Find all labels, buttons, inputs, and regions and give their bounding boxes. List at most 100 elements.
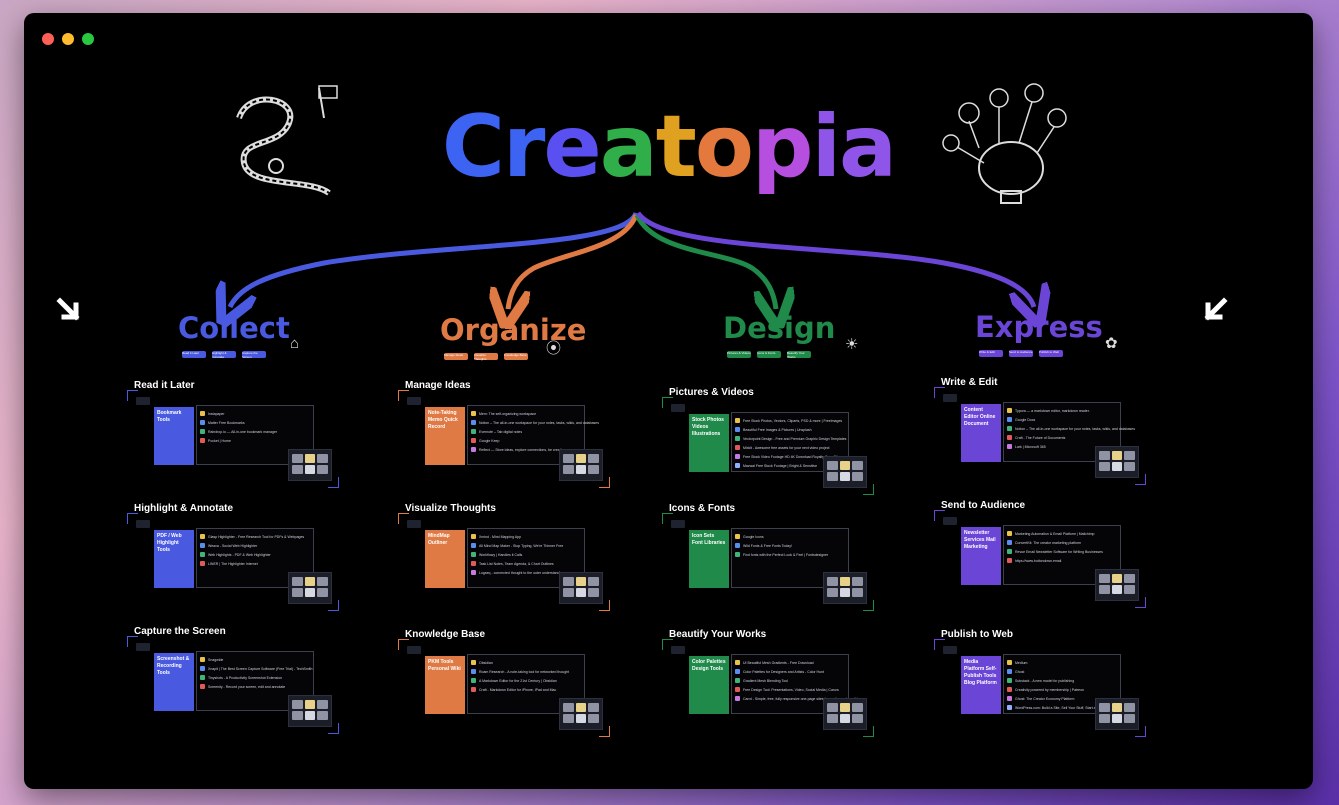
favicon-icon bbox=[1007, 558, 1012, 563]
title-letter: Cr bbox=[441, 97, 546, 197]
tool-link[interactable]: Free Stock Video Footage HD 4K Download … bbox=[735, 452, 845, 461]
tool-link[interactable]: Google Keep bbox=[471, 436, 581, 445]
tool-link[interactable]: Medium bbox=[1007, 658, 1117, 667]
section-link-pill[interactable]: Highlight & Annotate bbox=[212, 351, 236, 359]
tool-link[interactable]: Free Design Tool: Presentations, Video, … bbox=[735, 685, 845, 694]
section-link-pill[interactable]: Beautify Your Works bbox=[787, 351, 811, 359]
tool-link[interactable]: Typora — a markdown editor, markdown rea… bbox=[1007, 406, 1117, 415]
tool-link[interactable]: Logseq - connected thought to the outer … bbox=[471, 568, 581, 577]
section-link-pill[interactable]: Read it Later bbox=[182, 351, 206, 358]
tool-link[interactable]: A Markdown Editor for the 21st Century |… bbox=[471, 676, 581, 685]
tool-link[interactable]: Mazwai Free Stock Footage | Bright & Sen… bbox=[735, 461, 845, 470]
tool-link[interactable]: Instapaper bbox=[200, 409, 310, 418]
section-link-pill[interactable]: Publish to Web bbox=[1039, 350, 1063, 357]
tool-link[interactable]: Screenity - Record your screen, edit and… bbox=[200, 682, 310, 691]
tool-link[interactable]: Glasp Highlighter - Free Research Tool f… bbox=[200, 532, 310, 541]
tool-link[interactable]: ConvertKit: The creator marketing platfo… bbox=[1007, 538, 1117, 547]
tool-link[interactable]: Find fonts with the Perfect Look & Feel … bbox=[735, 550, 845, 559]
section-link-pill[interactable]: Capture the Screen bbox=[242, 351, 266, 359]
tool-link[interactable]: Beautiful Free Images & Pictures | Unspl… bbox=[735, 425, 845, 434]
tool-link[interactable]: Ghost bbox=[1007, 667, 1117, 676]
tool-link[interactable]: Weava - Social Web Highlighter bbox=[200, 541, 310, 550]
tool-link-label: Mixkit - Awesome free assets for your ne… bbox=[743, 445, 830, 450]
tool-card[interactable]: Media Platform Self-Publish Tools Blog P… bbox=[934, 639, 1146, 737]
section-link-pill[interactable]: Icons & Fonts bbox=[757, 351, 781, 358]
tool-link[interactable]: Web Highlights - PDF & Web Highlighter bbox=[200, 550, 310, 559]
tool-link-label: Tinyshots - A Productivity Screenshot Ex… bbox=[208, 675, 282, 680]
section-link-pill[interactable]: Manage Ideas bbox=[444, 353, 468, 360]
section-title: Highlight & Annotate bbox=[134, 503, 234, 514]
tool-link-label: Free Stock Photos, Vectors, Cliparts, PS… bbox=[743, 418, 843, 423]
tool-link[interactable]: Evernote – Tab digital notes bbox=[471, 427, 581, 436]
close-window-button[interactable] bbox=[42, 33, 54, 45]
minimize-window-button[interactable] bbox=[62, 33, 74, 45]
tool-link[interactable]: Color Palettes for Designers and Artists… bbox=[735, 667, 845, 676]
tool-link[interactable]: Google Docs bbox=[1007, 415, 1117, 424]
tool-link[interactable]: Substack - A new model for publishing bbox=[1007, 676, 1117, 685]
tool-link[interactable]: Tinyshots - A Productivity Screenshot Ex… bbox=[200, 673, 310, 682]
tool-link-label: Workflowy | Handles it Calls bbox=[479, 552, 523, 557]
tool-link[interactable]: Reflect — Store ideas, explore connectio… bbox=[471, 445, 581, 454]
thumbnail bbox=[1099, 585, 1110, 594]
tool-link[interactable]: Obsidian bbox=[471, 658, 581, 667]
tool-link[interactable]: Snagwide bbox=[200, 655, 310, 664]
tool-link[interactable]: Creativity powered by membership | Patre… bbox=[1007, 685, 1117, 694]
section-link-pill[interactable]: Send to Audience bbox=[1009, 350, 1033, 357]
section-link-pill[interactable]: Knowledge Base bbox=[504, 353, 528, 360]
tool-link-label: Substack - A new model for publishing bbox=[1015, 678, 1075, 683]
thumbnail bbox=[588, 703, 599, 712]
section-title: Send to Audience bbox=[941, 500, 1026, 511]
tool-link[interactable]: Task List Notes, Team Agenda, & Chart Ou… bbox=[471, 559, 581, 568]
tool-link[interactable]: LINER | The Highlighter Internet bbox=[200, 559, 310, 568]
section-link-pill[interactable]: Visualize Thoughts bbox=[474, 353, 498, 361]
tool-link[interactable]: Xnapit | The Best Screen Capture Softwar… bbox=[200, 664, 312, 673]
section-link-pill[interactable]: Pictures & Videos bbox=[727, 351, 751, 358]
tool-link[interactable]: Marketing Automation & Email Platform | … bbox=[1007, 529, 1117, 538]
tool-link[interactable]: Notion – The all-in-one workspace for yo… bbox=[1007, 424, 1135, 433]
section-link-pill[interactable]: Write & Edit bbox=[979, 350, 1003, 357]
favicon-icon bbox=[200, 684, 205, 689]
tool-link[interactable]: Wild Fonts & Free Fonts Today! bbox=[735, 541, 845, 550]
tool-link[interactable]: Revue Email Newsletter Software for Writ… bbox=[1007, 547, 1117, 556]
tool-link-label: Glasp Highlighter - Free Research Tool f… bbox=[208, 534, 305, 539]
tool-link[interactable]: Gradient Mesh Blending Tool bbox=[735, 676, 845, 685]
tool-link[interactable]: Pocket | Home bbox=[200, 436, 310, 445]
card-badge bbox=[407, 646, 421, 654]
tool-link[interactable]: https://www.buttondown.email bbox=[1007, 556, 1117, 565]
tool-link[interactable]: Mixkit - Awesome free assets for your ne… bbox=[735, 443, 845, 452]
tool-link[interactable]: Roam Research - A note-taking tool for n… bbox=[471, 667, 581, 676]
tool-link[interactable]: Google Icons bbox=[735, 532, 845, 541]
tool-link[interactable]: Ghost: The Creator Economy Platform bbox=[1007, 694, 1117, 703]
thumbnail bbox=[1099, 714, 1110, 723]
tool-link[interactable]: Carrd - Simple, free, fully responsive o… bbox=[735, 694, 862, 703]
tool-link[interactable]: UI Beautiful Mesh Gradients - Free Downl… bbox=[735, 658, 845, 667]
tool-link[interactable]: Lark | Microsoft 365 bbox=[1007, 442, 1117, 451]
tool-link[interactable]: Raindrop.io — All-in-one bookmark manage… bbox=[200, 427, 310, 436]
tool-link[interactable]: Workflowy | Handles it Calls bbox=[471, 550, 581, 559]
favicon-icon bbox=[471, 678, 476, 683]
tool-link[interactable]: Mem: The self-organizing workspace bbox=[471, 409, 581, 418]
tool-link[interactable]: Free Stock Photos, Vectors, Cliparts, PS… bbox=[735, 416, 845, 425]
tool-link[interactable]: Craft - The Future of Documents bbox=[1007, 433, 1117, 442]
tool-link[interactable]: Vectorpoint Design - Free and Premium Gr… bbox=[735, 434, 846, 443]
zoom-window-button[interactable] bbox=[82, 33, 94, 45]
tool-link[interactable]: Xmind - Mind Mapping App bbox=[471, 532, 581, 541]
tool-link[interactable]: Craft - Markdown Editor for iPhone, iPad… bbox=[471, 685, 581, 694]
tool-link[interactable]: WordPress.com: Build a Site, Sell Your S… bbox=[1007, 703, 1117, 712]
card-frame bbox=[398, 390, 610, 488]
tool-link[interactable]: Matter Free Bookmarks bbox=[200, 418, 310, 427]
tool-link[interactable]: All Mind Map Maker - Stop Typing, We're … bbox=[471, 541, 581, 550]
tool-link[interactable]: Notion – The all-in-one workspace for yo… bbox=[471, 418, 599, 427]
tool-link-label: Google Keep bbox=[479, 438, 500, 443]
